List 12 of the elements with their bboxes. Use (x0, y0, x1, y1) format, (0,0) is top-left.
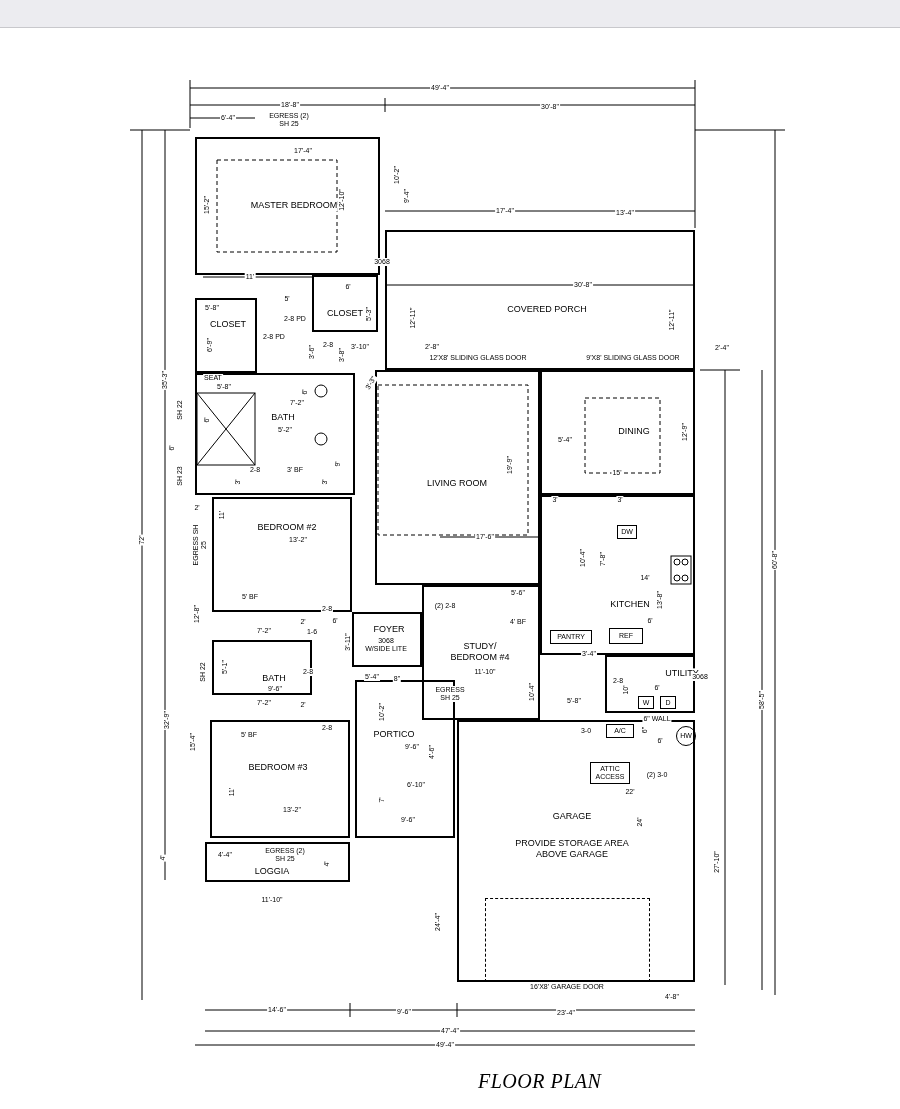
fixture-box (617, 525, 637, 539)
garage-door-outline (485, 898, 650, 982)
fixture-box (550, 630, 592, 644)
plan-title: FLOOR PLAN (478, 1069, 602, 1094)
fixture-box (638, 696, 654, 709)
top-bar (0, 0, 900, 28)
room-name: MASTER BEDROOM (250, 200, 338, 212)
fixture-box (606, 724, 634, 738)
fixture-box (660, 696, 676, 709)
fixture-box (609, 628, 643, 644)
room-outline (457, 720, 695, 982)
room-outline (375, 370, 540, 585)
